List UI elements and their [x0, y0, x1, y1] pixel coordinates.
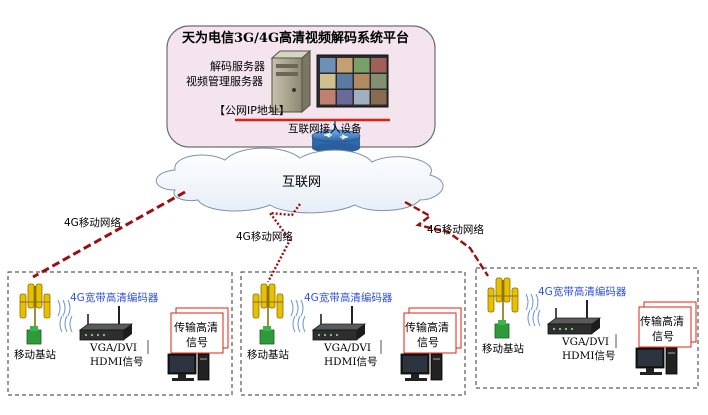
encoder-label: 4G宽带高清编码器 — [538, 286, 627, 298]
video-input-label: VGA/DVI — [90, 342, 138, 354]
signal-card-stack — [638, 301, 697, 348]
video-input-label: VGA/DVI — [562, 336, 610, 348]
encoder-icon — [292, 306, 367, 341]
transmit-label: 信号 — [417, 336, 439, 349]
transmit-label: 信号 — [652, 330, 674, 343]
transmit-label: 传输高清 — [640, 315, 684, 328]
antenna-icon — [19, 283, 71, 326]
site-box-2 — [240, 271, 466, 396]
antenna-icon — [487, 277, 539, 320]
site-3-devices — [487, 277, 697, 375]
video-mgmt-server-label: 视频管理服务器 — [186, 75, 263, 88]
platform-title: 天为电信3G/4G高清视频解码系统平台 — [182, 31, 410, 46]
encoder-icon — [59, 306, 134, 341]
internet-access-device-label: 互联网接入设备 — [288, 123, 362, 135]
base-station-label: 移动基站 — [14, 349, 56, 361]
site-2-devices — [252, 283, 462, 381]
transmit-label: 信号 — [186, 336, 208, 349]
base-station-box-icon — [259, 326, 275, 345]
encoder-label: 4G宽带高清编码器 — [304, 292, 393, 304]
computer-icon — [167, 353, 210, 381]
video-wall-icon — [316, 54, 389, 108]
mobile-network-label-1: 4G移动网络 — [64, 217, 121, 229]
link-site-3 — [404, 200, 490, 277]
computer-icon — [400, 353, 443, 381]
site-box-3 — [475, 267, 699, 389]
signal-card-stack — [403, 307, 462, 354]
mobile-network-label-3: 4G移动网络 — [427, 224, 484, 236]
antenna-icon — [252, 283, 304, 326]
site-1-devices — [19, 283, 229, 381]
base-station-box-icon — [26, 326, 42, 345]
mobile-network-label-2: 4G移动网络 — [236, 231, 293, 243]
signal-card-stack — [170, 307, 229, 354]
site-box-1 — [7, 271, 233, 396]
transmit-label: 传输高清 — [405, 321, 449, 334]
decode-server-label: 解码服务器 — [210, 60, 265, 73]
base-station-label: 移动基站 — [482, 343, 524, 355]
transmit-label: 传输高清 — [174, 321, 218, 334]
server-icon — [270, 49, 312, 114]
link-site-1 — [32, 190, 186, 279]
video-input-label: HDMI信号 — [90, 356, 144, 368]
base-station-box-icon — [494, 320, 510, 339]
video-input-label: HDMI信号 — [562, 350, 616, 362]
computer-icon — [635, 347, 678, 375]
base-station-label: 移动基站 — [247, 349, 289, 361]
router-icon — [311, 129, 361, 153]
encoder-label: 4G宽带高清编码器 — [70, 292, 159, 304]
internet-cloud — [155, 147, 444, 214]
public-ip-label: 【公网IP地址】 — [214, 104, 290, 117]
video-input-label: HDMI信号 — [324, 356, 378, 368]
cloud-label: 互联网 — [282, 175, 322, 190]
video-input-label: VGA/DVI — [324, 342, 372, 354]
link-site-2 — [266, 203, 301, 283]
encoder-icon — [527, 300, 602, 335]
